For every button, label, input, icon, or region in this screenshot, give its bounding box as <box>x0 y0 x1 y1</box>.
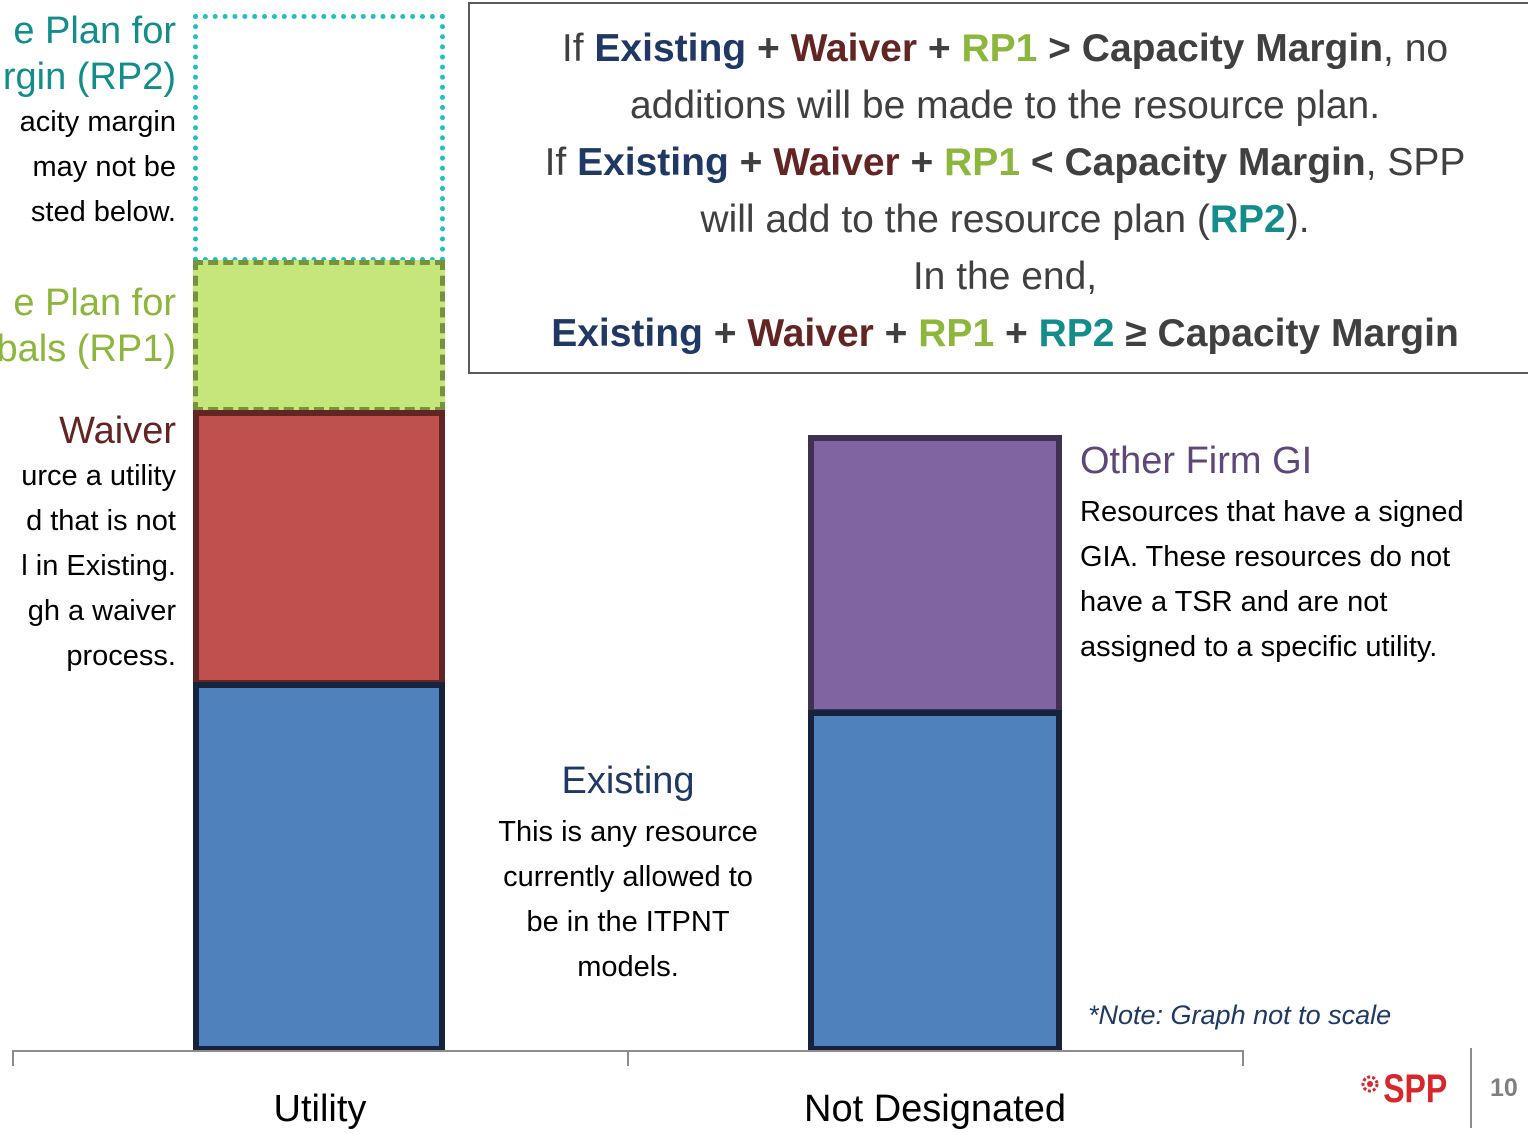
utility-rp1-segment <box>193 260 445 412</box>
other-firm-gi-desc-line1: Resources that have a signed <box>1080 496 1464 528</box>
waiver-desc-line5: process. <box>66 640 176 672</box>
waiver-desc-line1: urce a utility <box>21 460 176 492</box>
category-label-not-designated: Not Designated <box>804 1088 1066 1130</box>
spp-logo-text: SPP <box>1383 1066 1447 1111</box>
rp2-title-line2: rgin (RP2) <box>2 56 176 98</box>
x-axis-tick <box>627 1050 629 1066</box>
existing-desc-line1: This is any resource <box>498 816 758 848</box>
category-label-utility: Utility <box>273 1088 367 1130</box>
formula-line-5: In the end, <box>912 255 1098 298</box>
other-firm-gi-desc-line4: assigned to a specific utility. <box>1080 631 1438 663</box>
formula-box: If Existing + Waiver + RP1 > Capacity Ma… <box>468 2 1528 374</box>
not-designated-existing-segment <box>808 710 1062 1052</box>
formula-line-4: will add to the resource plan (RP2). <box>700 198 1310 241</box>
waiver-desc-line3: l in Existing. <box>21 550 176 582</box>
existing-desc-line4: models. <box>577 951 679 983</box>
x-axis-tick <box>12 1050 14 1066</box>
formula-line-3: If Existing + Waiver + RP1 < Capacity Ma… <box>544 141 1466 184</box>
waiver-title: Waiver <box>59 410 176 452</box>
existing-description: This is any resource currently allowed t… <box>460 810 796 990</box>
not-designated-other-firm-gi-segment <box>808 435 1062 715</box>
logo-divider <box>1470 1048 1472 1128</box>
formula-line-1: If Existing + Waiver + RP1 > Capacity Ma… <box>561 27 1449 70</box>
spp-logo: SPP <box>1356 1060 1456 1116</box>
scale-note: *Note: Graph not to scale <box>1088 1000 1392 1030</box>
existing-desc-line2: currently allowed to <box>503 861 753 893</box>
formula-line-2: additions will be made to the resource p… <box>629 84 1381 127</box>
existing-title: Existing <box>561 760 695 802</box>
utility-waiver-segment <box>193 410 445 686</box>
existing-desc-line3: be in the ITPNT <box>526 906 730 938</box>
rp2-desc-line1: acity margin <box>19 106 176 138</box>
other-firm-gi-desc-line3: have a TSR and are not <box>1080 586 1388 618</box>
formula-line-6: Existing + Waiver + RP1 + RP2 ≥ Capacity… <box>551 312 1459 355</box>
rp2-desc-line2: may not be <box>32 151 176 183</box>
other-firm-gi-desc-line2: GIA. These resources do not <box>1080 541 1451 573</box>
rp2-title-line1: e Plan for <box>13 10 176 52</box>
utility-rp2-segment <box>193 14 445 262</box>
waiver-desc-line2: d that is not <box>26 505 176 537</box>
utility-existing-segment <box>193 682 445 1052</box>
x-axis-tick <box>1242 1050 1244 1066</box>
spp-logo-icon: SPP <box>1361 1066 1447 1111</box>
rp2-label: e Plan for rgin (RP2) acity margin may n… <box>3 8 176 235</box>
waiver-label: Waiver urce a utility d that is not l in… <box>21 408 176 679</box>
rp1-title-line2: bals (RP1) <box>0 328 176 370</box>
other-firm-gi-description: Resources that have a signed GIA. These … <box>1080 490 1464 670</box>
rp2-desc-line3: sted below. <box>30 196 176 228</box>
page-number: 10 <box>1490 1074 1518 1102</box>
rp1-label: e Plan for bals (RP1) <box>0 280 176 372</box>
waiver-desc-line4: gh a waiver <box>27 595 176 627</box>
other-firm-gi-title: Other Firm GI <box>1080 440 1313 482</box>
rp1-title-line1: e Plan for <box>13 282 176 324</box>
